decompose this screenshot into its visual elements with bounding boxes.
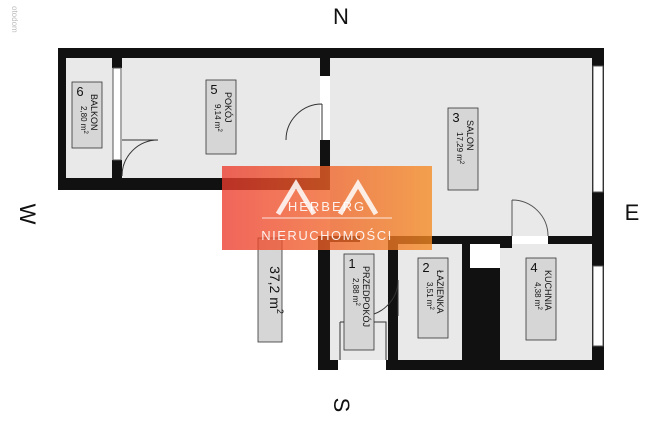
window-balkon (112, 67, 122, 161)
total-area-sup: 2 (275, 309, 285, 314)
window-salon-east (592, 65, 604, 193)
room-area: 17,29 m2 (455, 132, 464, 165)
room-number: 3 (452, 110, 459, 125)
watermark-line1: HERBERG (288, 199, 366, 214)
room-area: 3,51 m2 (425, 282, 434, 310)
room-label-box (525, 257, 557, 341)
wall-top (58, 48, 604, 58)
room-name: SALON (465, 120, 475, 151)
window-kuchnia-east (592, 265, 604, 347)
aa-logo-icon (275, 179, 379, 216)
wall-partition-balkon-low (112, 160, 122, 182)
room-label-box (447, 107, 479, 191)
wall-pokoj-salon-low (320, 140, 330, 188)
wall-lazienka-top (388, 236, 500, 244)
wall-left (58, 48, 66, 190)
corner-mark: otodom (10, 6, 19, 33)
room-number: 1 (348, 256, 355, 271)
watermark: HERBERG NIERUCHOMOŚCI (222, 166, 432, 250)
watermark-line2: NIERUCHOMOŚCI (261, 228, 392, 243)
wall-shaft (470, 268, 500, 360)
wall-pokoj-salon-top (320, 58, 330, 76)
total-area-value: 37,2 m (267, 266, 283, 309)
room-label-box (71, 81, 103, 149)
room-name: ŁAZIENKA (435, 270, 445, 314)
total-area-box (257, 237, 283, 343)
room-label-box (417, 257, 449, 339)
wall-przedpokoj-left (318, 236, 330, 370)
room-name: KUCHNIA (543, 270, 553, 311)
compass-south: S (329, 398, 354, 413)
door-pokoj (285, 103, 323, 141)
wall-przedpokoj-bottom (318, 360, 338, 370)
compass-west: W (15, 204, 40, 225)
door-balkon (121, 139, 159, 177)
wall-lazienka-left (388, 244, 398, 370)
door-salon-east (511, 199, 549, 237)
room-number: 6 (76, 84, 83, 99)
wall-lazienka-right (462, 244, 470, 370)
room-label-box (205, 79, 237, 155)
room-name: POKÓJ (223, 92, 233, 123)
total-area-label: 37,2 m2 (267, 266, 284, 314)
compass-north: N (333, 4, 349, 29)
wall-bottom (386, 360, 604, 370)
wall-partition-balkon (112, 58, 122, 68)
room-area: 2,88 m2 (351, 278, 360, 306)
windows (112, 65, 604, 347)
room-area: 2,80 m2 (79, 106, 88, 134)
room-area: 9,14 m2 (213, 104, 222, 132)
room-area: 4,38 m2 (533, 282, 542, 310)
room-label-box (343, 253, 375, 351)
room-name: BALKON (89, 94, 99, 131)
room-number: 4 (530, 260, 537, 275)
watermark-box (222, 166, 432, 250)
room-number: 2 (422, 260, 429, 275)
wall-kuchnia-top (500, 236, 512, 248)
compass-east: E (625, 200, 640, 225)
room-name: PRZEDPOKÓJ (361, 266, 371, 327)
room-number: 5 (210, 82, 217, 97)
wall-kuchnia-top-right (548, 236, 592, 244)
